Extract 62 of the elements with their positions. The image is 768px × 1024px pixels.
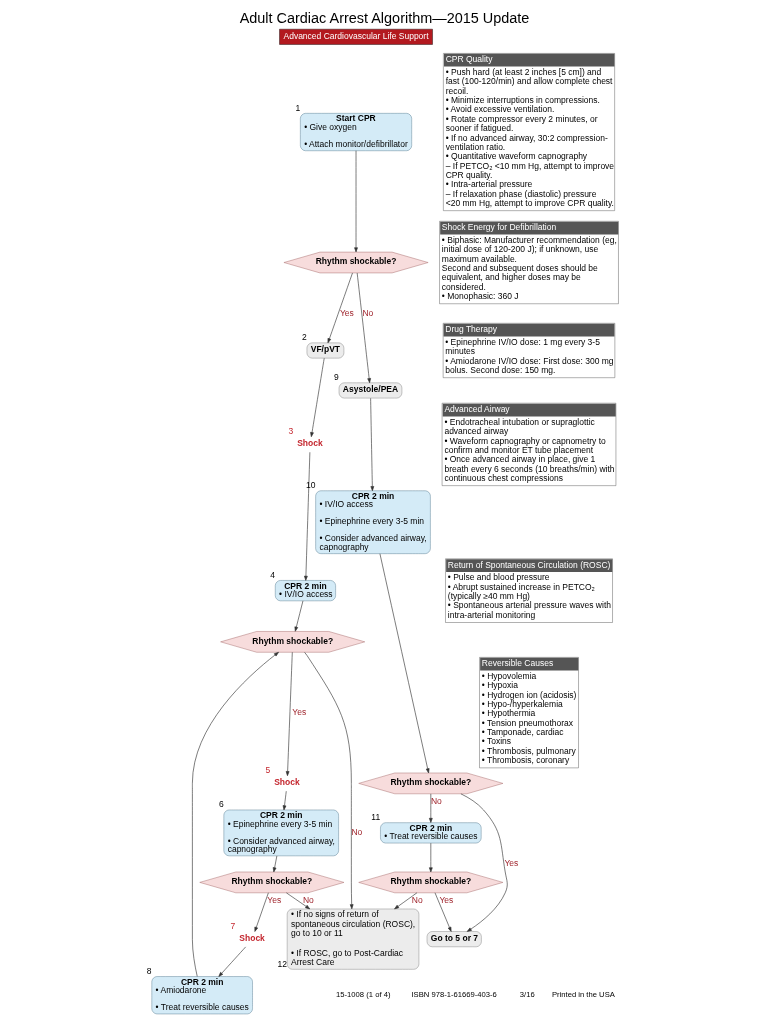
node-box: VF/pVT bbox=[306, 342, 344, 359]
label: 15-1008 (1 of 4) bbox=[335, 990, 390, 1000]
node-label: 8 bbox=[146, 965, 152, 976]
arrow bbox=[254, 892, 269, 932]
label: ISBN 978-1-61669-403-6 bbox=[411, 990, 497, 1000]
edge-label: Yes bbox=[503, 858, 518, 869]
node-box: Go to 5 or 7 bbox=[426, 931, 482, 947]
node-label: 2 bbox=[301, 332, 307, 343]
edge-label: Yes bbox=[291, 706, 306, 717]
node-label: 12 bbox=[277, 958, 287, 969]
arrow bbox=[191, 652, 279, 977]
arrow bbox=[369, 397, 374, 492]
arrow bbox=[282, 790, 287, 811]
arrow bbox=[428, 793, 433, 823]
node-label: 3 bbox=[287, 426, 293, 437]
arrow bbox=[285, 651, 293, 777]
arrow bbox=[309, 357, 325, 438]
arrow bbox=[356, 272, 371, 384]
node-box: CPR 2 min • Epinephrine every 3-5 min • Consider advanced airway, capnography bbox=[223, 809, 339, 857]
diagram-title: Adult Cardiac Arrest Algorithm—2015 Update bbox=[239, 10, 529, 27]
node-box: CPR 2 min • Amiodarone • Treat reversible causes bbox=[151, 976, 253, 1015]
node-label: 4 bbox=[269, 569, 275, 580]
arrow bbox=[272, 855, 277, 873]
edge-label: No bbox=[302, 895, 314, 906]
node-label: 5 bbox=[264, 765, 270, 776]
edge-label: No bbox=[361, 307, 373, 318]
arrow bbox=[218, 946, 246, 977]
edge-label: Yes bbox=[438, 895, 453, 906]
node-label: 11 bbox=[370, 812, 380, 823]
edge-label: No bbox=[350, 827, 362, 838]
edge-label: Yes bbox=[339, 307, 354, 318]
node-label: 9 bbox=[333, 372, 339, 383]
node-box: CPR 2 min • IV/IO access • Epinephrine every 3-5 min • Consider advanced airway, capnography bbox=[314, 490, 431, 554]
arrow bbox=[303, 652, 353, 910]
node-box: CPR 2 min • Treat reversible causes bbox=[379, 822, 481, 844]
arrow bbox=[327, 272, 353, 344]
node-text: Shock bbox=[273, 777, 300, 788]
arrow bbox=[434, 892, 451, 932]
node-label: 6 bbox=[218, 799, 224, 810]
node-text: Shock bbox=[238, 932, 265, 943]
arrow bbox=[303, 451, 310, 581]
node-box: Asystole/PEA bbox=[338, 382, 402, 399]
node-label: 1 bbox=[294, 102, 300, 113]
node-label: 10 bbox=[305, 480, 315, 491]
arrow bbox=[353, 150, 358, 253]
edge-label: No bbox=[411, 895, 423, 906]
label: Printed in the USA bbox=[551, 990, 615, 1000]
node-box: CPR 2 min • IV/IO access bbox=[274, 580, 336, 602]
node-box: • If no signs of return of spontaneous circulation (ROSC), go to 10 or 11 • If ROSC, go to Post-Cardiac Arrest Care bbox=[286, 908, 419, 970]
edge-label: No bbox=[430, 795, 442, 806]
arrow bbox=[285, 892, 310, 910]
arrow bbox=[428, 842, 433, 873]
arrow bbox=[393, 892, 417, 910]
arrow bbox=[379, 553, 429, 774]
node-label: 7 bbox=[230, 920, 235, 931]
edge-label: Yes bbox=[266, 895, 281, 906]
node-box: Start CPR • Give oxygen • Attach monitor/defibrillator bbox=[299, 113, 412, 151]
label: 3/16 bbox=[519, 990, 535, 1000]
label: Advanced Cardiovascular Life Support bbox=[282, 30, 429, 41]
node-text: Shock bbox=[296, 438, 323, 449]
arrow bbox=[460, 793, 508, 932]
arrow bbox=[294, 600, 303, 632]
